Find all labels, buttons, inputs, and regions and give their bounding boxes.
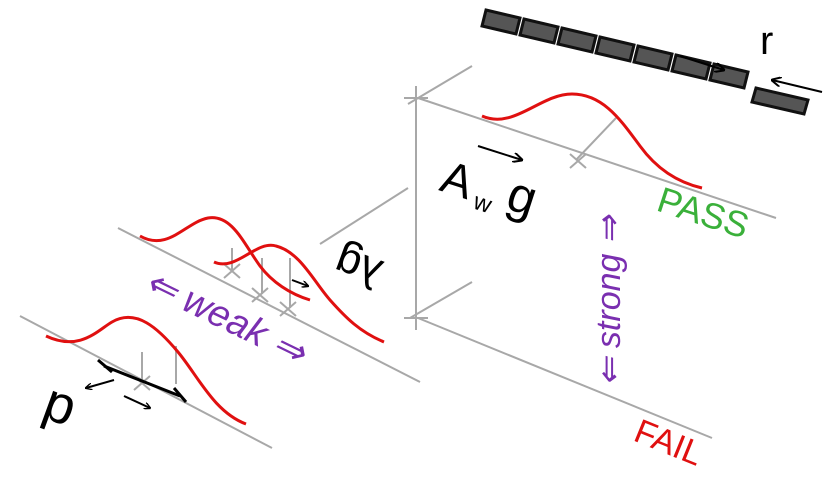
block <box>594 35 636 63</box>
label-fail: FAIL <box>629 412 708 473</box>
distribution-curve-pass <box>481 92 703 190</box>
axis-line-fail <box>417 317 713 439</box>
vector-arrow-icon <box>477 145 522 160</box>
arrow-small-icon <box>291 279 308 286</box>
distribution-curve-weak-1 <box>139 216 311 302</box>
block <box>670 53 712 81</box>
connector-mid-a <box>319 187 409 245</box>
label-strong: ⇐ strong ⇒ <box>590 214 628 386</box>
label-a-w-subscript: w <box>469 188 495 220</box>
width-bar-d <box>97 358 188 403</box>
label-g: g <box>501 165 545 227</box>
label-r: r <box>760 19 773 63</box>
distribution-curves <box>45 92 703 426</box>
distribution-curve-d <box>45 315 247 426</box>
tick-mark <box>223 263 241 279</box>
block <box>632 44 674 72</box>
double-headed-arrow-icon <box>86 379 115 388</box>
construction-lines <box>19 65 777 449</box>
axis-line-pass <box>417 97 777 219</box>
double-headed-arrow-icon <box>123 395 150 408</box>
label-lambda-g: λg <box>328 237 388 299</box>
connector-top-b <box>575 117 617 161</box>
arrows <box>86 55 823 408</box>
tick-mark <box>279 301 297 317</box>
arrow-right-icon <box>679 55 724 70</box>
connector-bottom-a <box>409 281 473 319</box>
axis-line-weak <box>117 227 421 383</box>
label-pass: PASS <box>653 179 754 247</box>
block <box>480 8 522 36</box>
arrow-left-icon <box>772 80 823 93</box>
block <box>750 86 810 116</box>
label-d: d <box>33 378 82 445</box>
tick-mark <box>404 86 428 110</box>
block <box>556 26 598 54</box>
block-chain <box>480 8 810 116</box>
block <box>518 17 560 45</box>
distribution-curve-weak-2 <box>213 243 385 344</box>
tick-mark <box>569 153 587 169</box>
tick-mark <box>404 306 428 330</box>
label-weak: ⇐ weak ⇒ <box>138 260 314 375</box>
tick-mark <box>251 287 269 303</box>
